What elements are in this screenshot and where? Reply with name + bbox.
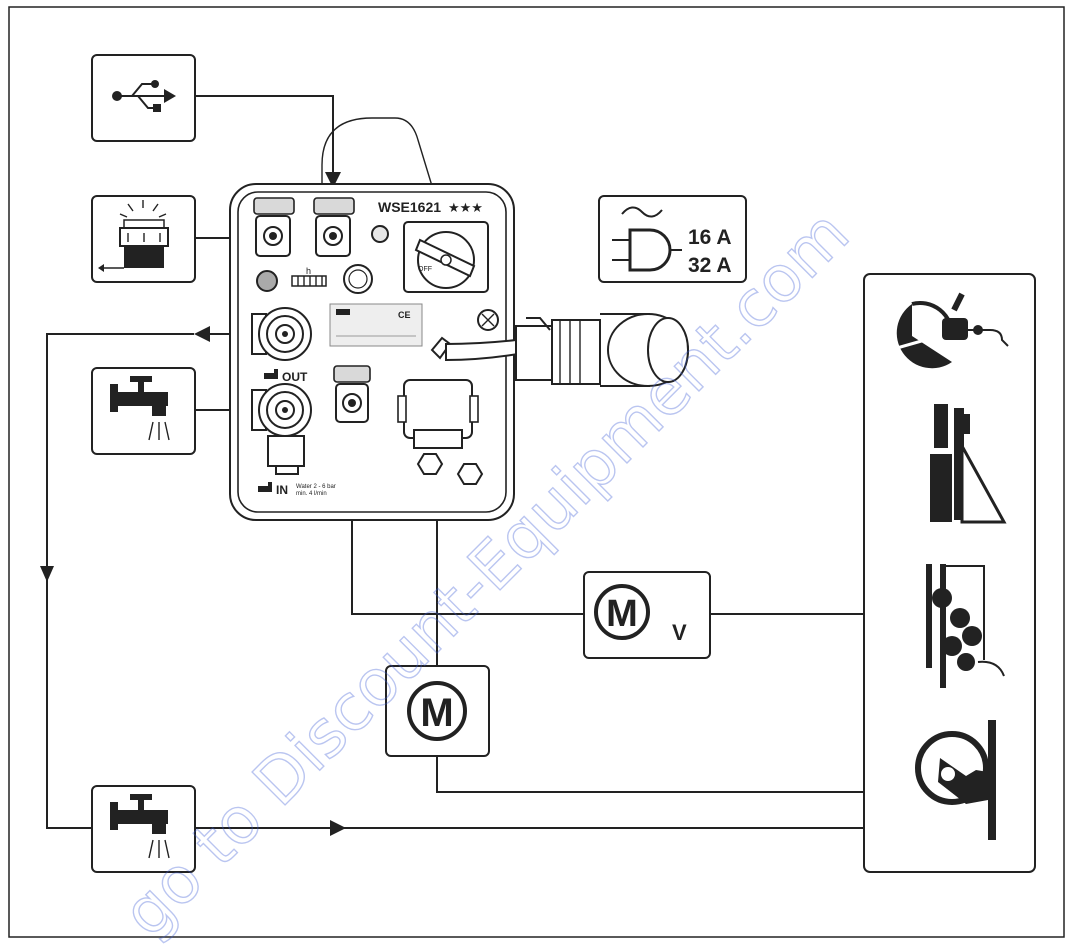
water-spec-line-1: Water 2 - 6 bar <box>296 484 336 490</box>
tools-panel <box>863 273 1036 873</box>
water-drain-box <box>91 785 196 873</box>
motor-v-box: M V <box>583 571 711 659</box>
cutting-saw-icon <box>889 292 1009 369</box>
wire-saw-icon <box>915 720 996 840</box>
wall-saw-icon <box>926 564 1005 688</box>
rating-plate: CE <box>329 303 423 347</box>
switch-off-label: OFF <box>418 266 432 273</box>
indicator-lamp <box>371 225 389 243</box>
status-lamp <box>256 270 278 292</box>
water-out-coupling: OUT <box>251 307 312 384</box>
device-model: WSE1621 <box>378 199 441 215</box>
water-supply-box <box>91 367 196 455</box>
water-tap-icon <box>110 376 170 441</box>
outer-frame <box>8 6 1065 938</box>
power-rating-32a: 32 A <box>688 254 732 277</box>
port-in-label: IN <box>276 483 288 497</box>
motor-icon: M <box>407 681 467 741</box>
usb-icon <box>112 80 176 112</box>
warning-light-box <box>91 195 196 283</box>
warning-light-port <box>253 197 295 257</box>
power-box: 16 A 32 A <box>598 195 747 283</box>
device-unit: WSE1621 ★★★ OFF h <box>229 183 689 521</box>
power-rating-16a: 16 A <box>688 226 732 249</box>
warning-light-icon <box>98 200 169 272</box>
motor-v-letter: M <box>606 593 638 635</box>
motor-socket <box>397 379 479 449</box>
drill-stand-icon <box>930 404 1007 524</box>
cable-gland-left <box>416 453 444 475</box>
port-out-label: OUT <box>282 370 308 384</box>
power-plug-icon <box>612 206 682 272</box>
hour-counter: h <box>291 266 327 287</box>
svg-text:h: h <box>306 266 311 276</box>
usb-port <box>313 197 355 257</box>
motor-box: M <box>385 665 490 757</box>
cable-gland-right <box>456 463 484 485</box>
usb-box <box>91 54 196 142</box>
water-tap-icon <box>110 794 170 859</box>
ce-mark: CE <box>398 310 411 320</box>
water-in-coupling: IN Water 2 - 6 bar min. 4 l/min <box>251 383 336 497</box>
motor-v-port <box>333 365 371 423</box>
water-spec-line-2: min. 4 l/min <box>296 491 327 497</box>
motor-v-icon: M <box>594 584 650 640</box>
motor-v-suffix: V <box>672 620 687 645</box>
device-stars: ★★★ <box>448 200 483 215</box>
power-plug-cable <box>430 313 689 387</box>
main-switch[interactable]: OFF <box>403 221 489 293</box>
motor-letter: M <box>420 691 453 735</box>
